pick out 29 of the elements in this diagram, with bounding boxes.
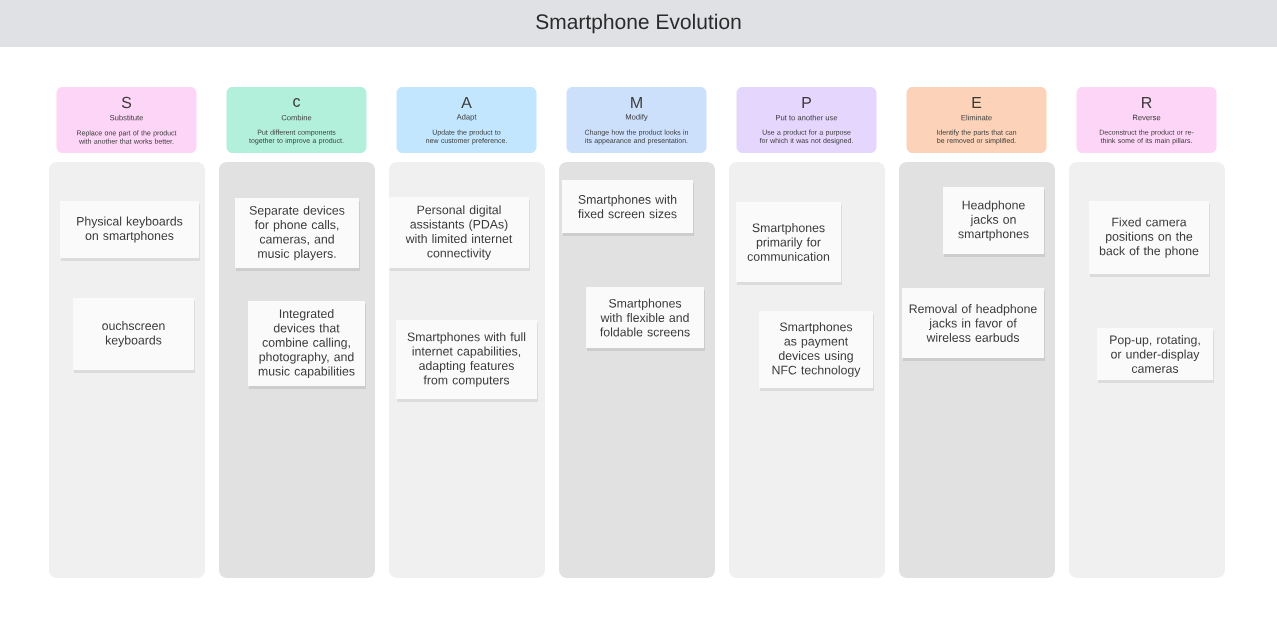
method-card — [226, 87, 367, 153]
method-card — [396, 87, 537, 153]
sticky-note: Smartphones with flexible and foldable screens — [586, 287, 705, 351]
card-letter: P — [802, 97, 811, 108]
sticky-note: Fixed camera positions on the back of the phone — [1089, 201, 1210, 277]
sticky-note: Smartphones as payment devices using NFC technology — [759, 311, 874, 391]
method-card — [736, 87, 877, 153]
card-letter: c — [293, 98, 301, 107]
card-letter: E — [972, 97, 982, 108]
method-card — [1076, 87, 1217, 153]
sticky-note: Physical keyboards on smartphones — [60, 201, 200, 261]
method-card — [566, 87, 707, 153]
sticky-note: Pop-up, rotating, or under-display cameras — [1097, 328, 1214, 383]
sticky-note: Headphone jacks on smartphones — [943, 187, 1045, 257]
card-letter: M — [631, 97, 642, 108]
card-letter: A — [461, 97, 472, 108]
title-bar: Smartphone Evolution — [0, 0, 1277, 47]
sticky-note: Integrated devices that combine calling, photography, and music capabilities — [248, 301, 366, 389]
sticky-note: Personal digital assistants (PDAs) with limited internet connectivity — [389, 197, 530, 271]
sticky-note: Smartphones with full internet capabilities, adapting features from computers — [396, 320, 538, 402]
sticky-note: Separate devices for phone calls, cameras, and music players. — [235, 198, 360, 271]
sticky-note: Smartphones with fixed screen sizes — [562, 180, 694, 236]
method-card — [906, 87, 1047, 153]
sticky-note: Removal of headphone jacks in favor of wireless earbuds — [902, 288, 1045, 361]
card-letter: R — [1142, 97, 1152, 108]
sticky-note: ouchscreen keyboards — [73, 298, 195, 373]
method-card — [56, 87, 197, 153]
sticky-note: Smartphones primarily for communication — [736, 202, 842, 285]
card-letter: S — [121, 96, 132, 109]
